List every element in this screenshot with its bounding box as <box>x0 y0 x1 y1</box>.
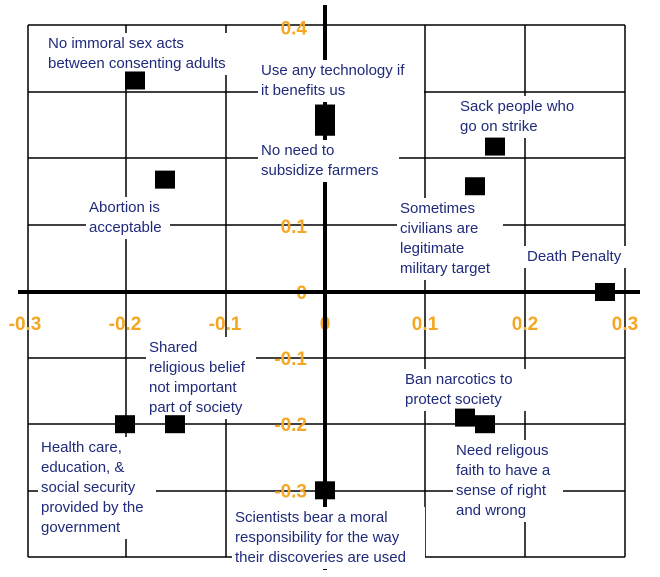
label-background <box>45 33 246 75</box>
y-tick-label: 0.1 <box>281 217 308 238</box>
point-label: civilians are <box>400 220 478 237</box>
point-label: it benefits us <box>261 82 345 99</box>
point-label: not important <box>149 379 237 396</box>
label-background <box>524 246 634 268</box>
point-label: social security <box>41 479 136 496</box>
point-label: part of society <box>149 399 243 416</box>
point-label: education, & <box>41 459 124 476</box>
y-tick-label: -0.1 <box>274 349 307 370</box>
point-labels: No immoral sex acts between consenting ad… <box>38 33 634 569</box>
label-background <box>38 437 156 539</box>
point-label: acceptable <box>89 219 162 236</box>
data-points <box>115 71 615 500</box>
point-label: and wrong <box>456 502 526 519</box>
data-point <box>475 415 495 434</box>
data-point <box>485 137 505 156</box>
data-point <box>165 415 185 434</box>
point-label: Sack people who <box>460 98 574 115</box>
x-tick-label: -0.2 <box>109 314 142 335</box>
data-point <box>455 408 475 427</box>
data-point <box>125 71 145 90</box>
x-tick-labels: -0.3-0.2-0.100.10.20.3 <box>9 314 639 335</box>
point-label: their discoveries are used <box>235 549 406 566</box>
point-label: Health care, <box>41 439 122 456</box>
x-tick-label: -0.1 <box>209 314 242 335</box>
x-tick-label: 0.2 <box>512 314 538 335</box>
point-label: faith to have a <box>456 462 551 479</box>
point-label: protect society <box>405 391 502 408</box>
y-tick-label: 0.4 <box>281 19 308 40</box>
label-background <box>457 96 588 138</box>
point-label: Death Penalty <box>527 248 622 265</box>
point-label: military target <box>400 260 491 277</box>
label-background <box>86 197 170 239</box>
label-background <box>232 507 425 569</box>
data-point <box>595 283 615 301</box>
point-label: Ban narcotics to <box>405 371 513 388</box>
point-label: between consenting adults <box>48 55 226 72</box>
data-point <box>315 481 335 500</box>
x-tick-label: -0.3 <box>9 314 42 335</box>
data-point <box>115 415 135 434</box>
point-label: Need religous <box>456 442 549 459</box>
y-tick-label: -0.2 <box>274 415 307 436</box>
x-tick-label: 0.3 <box>612 314 638 335</box>
label-background <box>258 140 399 182</box>
point-label: Scientists bear a moral <box>235 509 388 526</box>
point-label: No need to <box>261 142 334 159</box>
y-tick-label: -0.3 <box>274 481 307 502</box>
point-label: subsidize farmers <box>261 162 379 179</box>
label-background <box>402 369 526 411</box>
point-label: Use any technology if <box>261 62 405 79</box>
point-label: religious belief <box>149 359 246 376</box>
point-label: go on strike <box>460 118 538 135</box>
label-background <box>397 198 503 280</box>
label-background <box>146 337 256 419</box>
point-label: government <box>41 519 121 536</box>
point-label: sense of right <box>456 482 547 499</box>
label-background <box>453 440 563 522</box>
data-point <box>465 177 485 196</box>
point-label: legitimate <box>400 240 464 257</box>
data-point <box>315 117 335 136</box>
point-label: Shared <box>149 339 197 356</box>
point-label: Sometimes <box>400 200 475 217</box>
data-point <box>155 170 175 189</box>
x-tick-label: 0.1 <box>412 314 439 335</box>
point-label: responsibility for the way <box>235 529 400 546</box>
point-label: Abortion is <box>89 199 160 216</box>
point-label: provided by the <box>41 499 144 516</box>
label-background <box>258 60 424 102</box>
point-label: No immoral sex acts <box>48 35 184 52</box>
